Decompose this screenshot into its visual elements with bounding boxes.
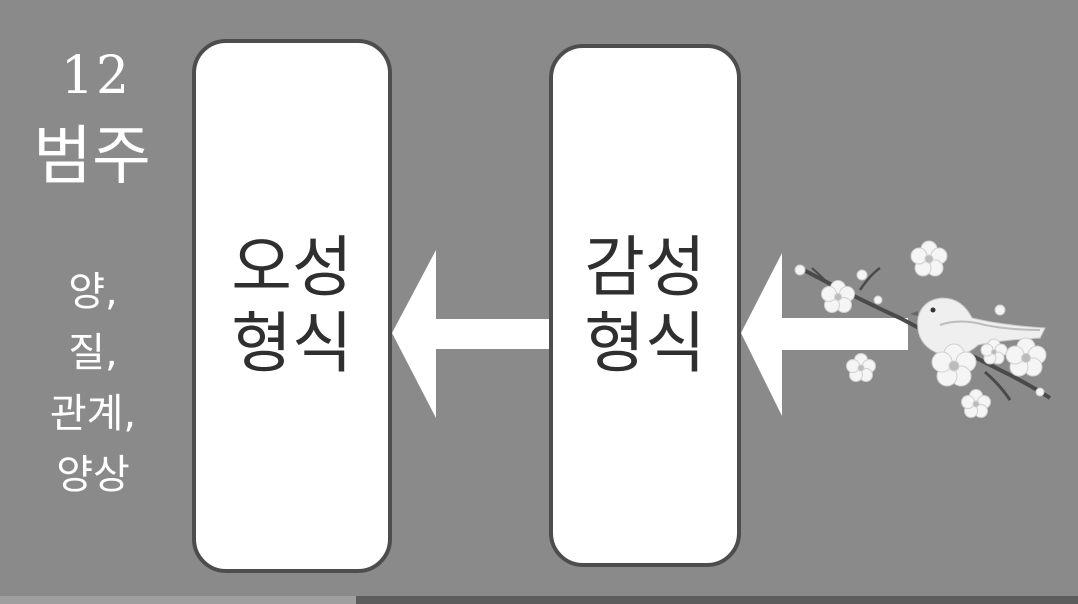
sensibility-form-box: 감성 형식 xyxy=(549,44,741,567)
sensibility-form-label-line1: 감성 xyxy=(584,228,706,306)
arrow-left xyxy=(392,250,550,418)
understanding-form-box: 오성 형식 xyxy=(192,39,392,573)
plum-blossom-icon xyxy=(794,240,1047,418)
sensibility-form-label-line2: 형식 xyxy=(584,304,706,382)
category-item-modality: 양상 xyxy=(56,452,130,498)
arrow-right xyxy=(741,253,908,416)
category-list: 양, 질, 관계, 양상 xyxy=(18,262,168,506)
bird-icon xyxy=(910,297,1046,357)
understanding-form-label-line2: 형식 xyxy=(231,305,353,382)
category-count: 12 xyxy=(60,46,132,106)
understanding-form-label-line1: 오성 xyxy=(231,229,353,306)
category-item-quantity: 양, xyxy=(68,269,118,315)
playback-progress-track[interactable] xyxy=(0,596,1078,604)
playback-progress-fill xyxy=(0,596,356,604)
category-item-relation: 관계, xyxy=(49,391,137,437)
category-title: 범주 xyxy=(33,120,151,194)
category-item-quality: 질, xyxy=(68,330,118,376)
